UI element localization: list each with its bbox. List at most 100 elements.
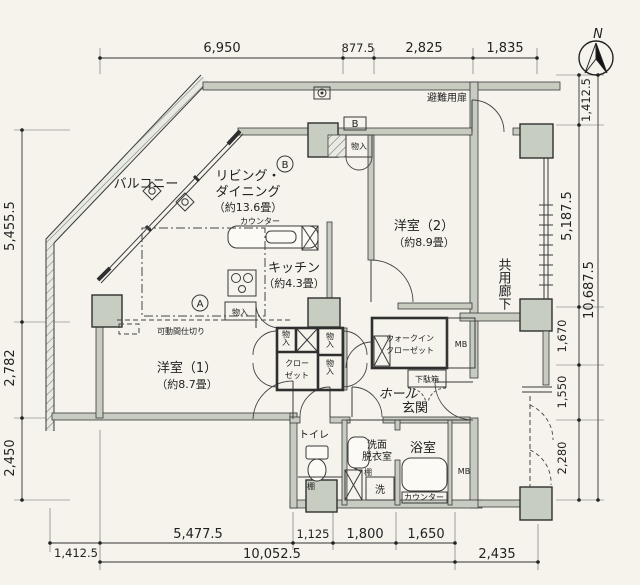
pillar <box>305 479 338 513</box>
marker-b-box: B <box>352 119 359 130</box>
label-movable-partition: 可動間仕切り <box>157 326 205 336</box>
label-escape-door: 避難用扉 <box>427 91 467 104</box>
balcony-fixtures <box>142 181 195 212</box>
label-hall: ホール <box>378 387 418 402</box>
pillar <box>519 486 553 521</box>
label-walkin-2: クローゼット <box>386 345 434 355</box>
room-labels: バルコニー リビング・ ダイニング （約13.6畳） 洋室（2） （約8.9畳）… <box>114 169 511 463</box>
dim-right-total: 10,687.5 <box>582 261 597 319</box>
dim-bottom-1800: 1,800 <box>346 527 383 542</box>
label-washer: 洗 <box>375 484 385 496</box>
label-balcony: バルコニー <box>114 177 179 192</box>
label-storage-top: 物入 <box>351 141 367 151</box>
kitchen-counter <box>227 225 319 251</box>
dimension-lines: 6,950 877.5 2,825 1,835 1,412.5 5,187.5 … <box>3 41 604 570</box>
label-living-2: ダイニング <box>215 185 280 200</box>
pillar <box>307 297 341 328</box>
markers: A B B <box>191 116 367 312</box>
faucet-icon <box>142 181 162 201</box>
label-storage-c: 物入 <box>326 331 335 348</box>
label-washroom-1: 洗面 <box>367 439 387 451</box>
fixture-labels: カウンター カウンター 物入 物入 物入 物入 物入 クロー ゼット 下駄箱 棚… <box>157 91 470 502</box>
label-shelf-wash: 棚 <box>364 467 372 477</box>
dim-right-1670: 1,670 <box>555 320 569 353</box>
label-mb-lower: MB <box>458 467 470 476</box>
dim-bottom-total: 10,052.5 <box>243 547 301 562</box>
label-western1-size: （約8.7畳） <box>156 377 218 391</box>
meter-box-upper <box>446 317 476 369</box>
dim-top-1835: 1,835 <box>486 41 523 56</box>
label-washroom-2: 脱衣室 <box>362 450 392 463</box>
storage-block <box>252 326 368 392</box>
entrance-door <box>434 381 474 421</box>
walkin-closet-door <box>345 341 373 369</box>
dim-top-877: 877.5 <box>342 41 375 55</box>
movable-partition <box>117 227 290 335</box>
stove <box>227 269 257 297</box>
label-closet-2: ゼット <box>285 370 309 380</box>
dim-right-5187: 5,187.5 <box>560 191 575 241</box>
kitchen-sink <box>265 230 297 244</box>
top-strip <box>313 86 373 171</box>
escape-door <box>471 99 505 133</box>
label-kitchen-size: （約4.3畳） <box>263 276 325 290</box>
shoe-box-doors <box>407 387 447 403</box>
dim-right-1550: 1,550 <box>555 376 569 409</box>
label-closet-1: クロー <box>285 359 309 368</box>
walkin-closet <box>370 316 449 370</box>
dim-bottom-5477: 5,477.5 <box>173 527 223 542</box>
label-corridor: 共用廊下 <box>496 258 512 310</box>
label-walkin-1: ウォークイン <box>386 334 434 343</box>
label-shoe-box: 下駄箱 <box>415 374 439 384</box>
label-western2: 洋室（2） <box>394 218 454 234</box>
dim-top-2825: 2,825 <box>405 41 442 56</box>
label-toilet: トイレ <box>299 430 329 441</box>
drain-icon <box>175 192 195 212</box>
dim-top-6950: 6,950 <box>203 41 240 56</box>
dim-bottom-2435: 2,435 <box>478 547 515 562</box>
bedroom2-door <box>370 259 414 303</box>
label-living-1: リビング・ <box>215 169 280 184</box>
label-living-size: （約13.6畳） <box>214 200 283 214</box>
wash-basin <box>347 436 370 469</box>
dim-bottom-1412: 1,412.5 <box>54 546 98 560</box>
walls <box>51 81 561 509</box>
north-label: N <box>593 27 603 42</box>
dim-bottom-1125: 1,125 <box>297 527 330 541</box>
label-counter-kitchen: カウンター <box>240 217 280 226</box>
label-counter-bath: カウンター <box>404 493 444 502</box>
pillars <box>91 122 554 521</box>
balcony-railing <box>45 74 209 431</box>
vent-symbol <box>313 86 331 100</box>
dim-bottom-1650: 1,650 <box>407 527 444 542</box>
label-shelf-toilet: 棚 <box>307 481 315 491</box>
label-storage-e: 物入 <box>326 358 335 375</box>
label-mb-upper: MB <box>455 340 467 349</box>
dim-left-2450: 2,450 <box>3 439 18 476</box>
pillar <box>519 298 553 332</box>
label-kitchen: キッチン <box>268 261 320 276</box>
label-bath: 浴室 <box>410 440 436 456</box>
toilet-door <box>299 386 331 418</box>
pillar <box>519 123 554 159</box>
washer-space <box>344 469 395 501</box>
dim-right-1412: 1,412.5 <box>579 78 593 122</box>
label-western2-size: （約8.9畳） <box>393 235 455 249</box>
corridor-edge <box>522 158 554 487</box>
dim-left-5455: 5,455.5 <box>3 201 18 251</box>
north-arrow: N <box>578 27 614 76</box>
label-storage-a: 物入 <box>282 329 291 346</box>
washroom-door <box>351 386 383 418</box>
shoe-box <box>407 369 447 388</box>
label-storage-kitchen: 物入 <box>232 307 248 317</box>
pillar <box>91 294 123 328</box>
dim-left-2782: 2,782 <box>3 349 18 386</box>
marker-b-circle: B <box>282 160 289 171</box>
bathtub <box>401 457 448 504</box>
label-western1: 洋室（1） <box>157 360 217 376</box>
bedroom1-door <box>252 380 294 420</box>
dim-right-2280: 2,280 <box>555 442 569 475</box>
label-entrance: 玄関 <box>402 401 428 416</box>
